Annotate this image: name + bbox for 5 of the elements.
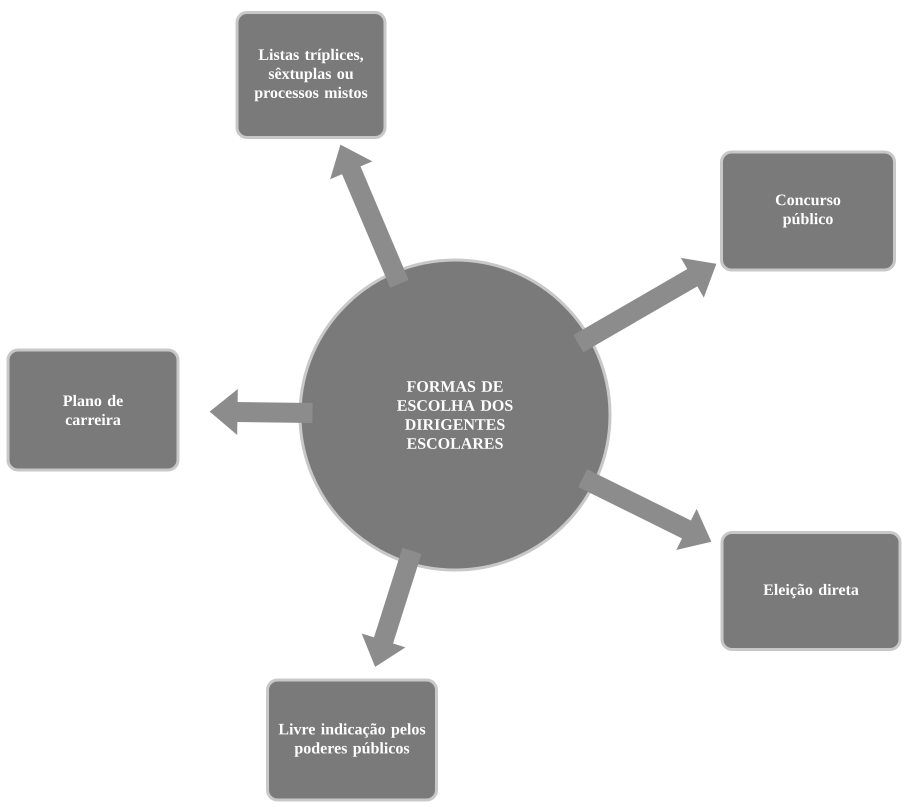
- category-box: Concurso público: [720, 150, 896, 272]
- category-box: Listas tríplices, sêxtuplas ou processos mistos: [236, 11, 386, 139]
- category-box: Livre indicação pelos poderes públicos: [266, 678, 438, 802]
- category-box: Plano de carreira: [6, 348, 180, 472]
- category-box: Eleição direta: [720, 531, 902, 651]
